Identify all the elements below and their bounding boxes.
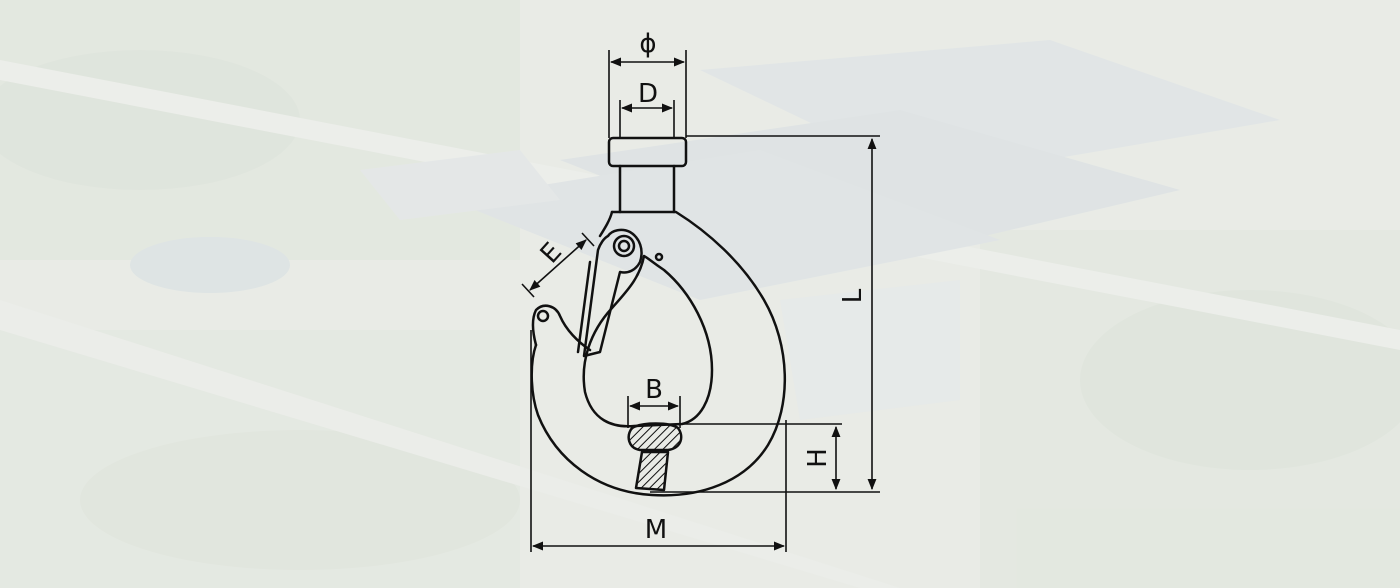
- m-label: M: [645, 515, 667, 545]
- l-dimension: [650, 135, 880, 493]
- b-dimension: [627, 396, 681, 428]
- phi-dimension: [608, 50, 687, 138]
- l-label: L: [838, 288, 868, 303]
- d-label: D: [638, 79, 658, 109]
- d-dimension: [619, 100, 675, 138]
- safety-latch: [576, 228, 643, 358]
- e-dimension: [521, 232, 595, 298]
- e-label: E: [535, 237, 568, 269]
- b-label: B: [645, 375, 663, 405]
- m-dimension: [530, 330, 787, 552]
- hook-cross-section: [627, 422, 683, 492]
- h-dimension: [680, 423, 842, 491]
- shank: [618, 164, 676, 214]
- h-label: H: [803, 448, 833, 468]
- phi-label: ϕ: [639, 29, 656, 59]
- shank-cap: [607, 136, 688, 168]
